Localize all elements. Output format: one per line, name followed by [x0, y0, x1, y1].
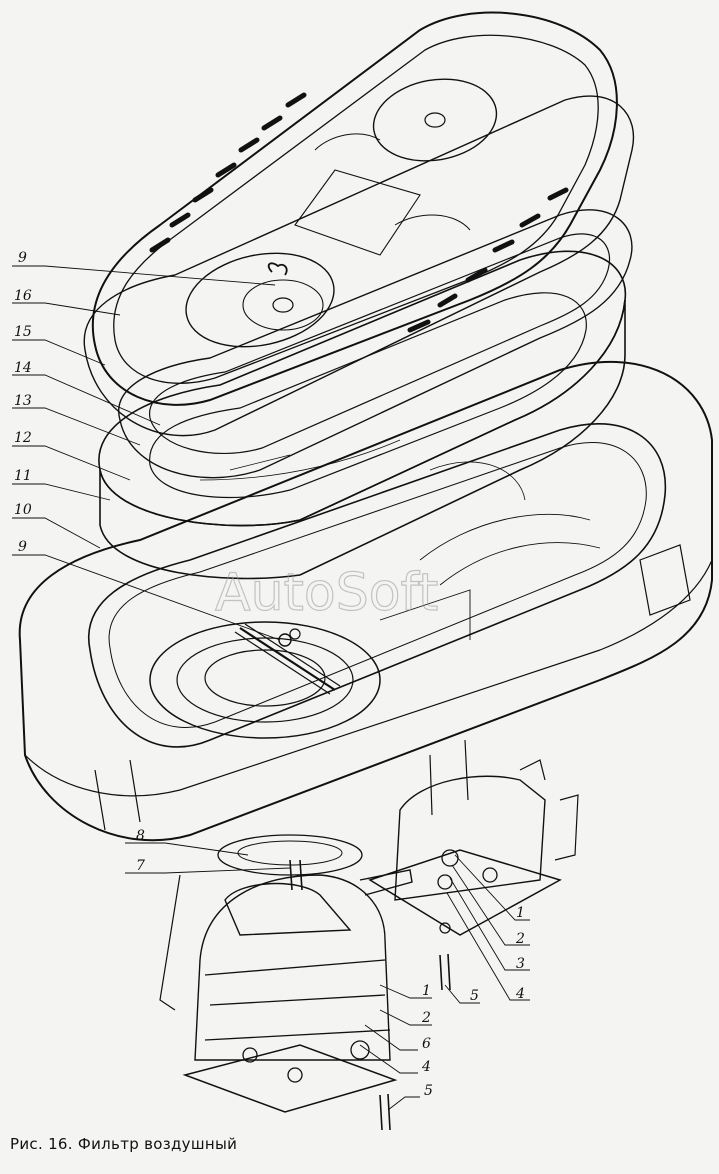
filter-element: [98, 250, 627, 580]
callout-1-lower: 1: [422, 983, 431, 999]
callout-13: 13: [14, 393, 32, 409]
callout-11: 11: [14, 468, 32, 484]
callouts-right-lower: 1 2 6 4 5: [421, 983, 433, 1099]
callout-3-upper: 3: [516, 956, 525, 972]
callouts-left: 9 16 15 14 13 12 11 10 9 8 7: [14, 250, 145, 874]
callout-10: 10: [14, 502, 32, 518]
figure-caption: Рис. 16. Фильтр воздушный: [10, 1135, 238, 1153]
callout-2-upper: 2: [515, 931, 525, 947]
callout-6-lower: 6: [422, 1036, 431, 1052]
callout-12: 12: [14, 430, 32, 446]
gaskets: [83, 95, 635, 479]
callout-9-bottom: 9: [18, 539, 27, 555]
callout-14: 14: [14, 360, 32, 376]
callout-5-lower: 5: [424, 1083, 433, 1099]
callout-16: 16: [14, 288, 32, 304]
leader-lines: [12, 265, 530, 1111]
callout-8: 8: [136, 828, 145, 844]
callout-4-upper: 4: [515, 986, 525, 1002]
callout-4-lower: 4: [421, 1059, 431, 1075]
carburetor-front: [159, 859, 413, 1131]
callout-7: 7: [136, 858, 145, 874]
callout-2-lower: 2: [421, 1010, 431, 1026]
callout-15: 15: [14, 324, 32, 340]
filter-lid: [91, 11, 618, 406]
watermark: AutoSoft: [215, 563, 438, 623]
callouts-right-upper: 1 2 3 4 5: [470, 905, 525, 1004]
filter-housing: [18, 360, 713, 842]
callout-1-upper: 1: [516, 905, 525, 921]
callout-9-top: 9: [18, 250, 27, 266]
callout-5-upper: 5: [470, 988, 479, 1004]
